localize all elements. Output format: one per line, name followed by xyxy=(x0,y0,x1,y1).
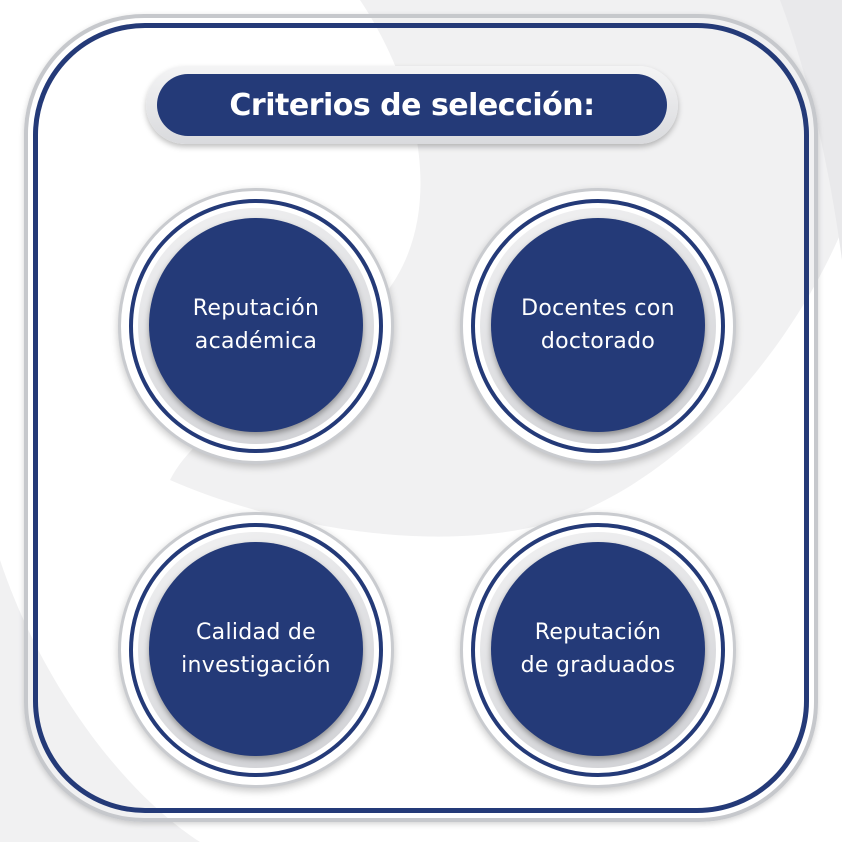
criterion-node-docentes-doctorado: Docentes con doctorado xyxy=(460,188,736,464)
title-pill: Criterios de selección: xyxy=(157,74,667,136)
criterion-node-reputacion-academica: Reputación académica xyxy=(118,188,394,464)
criterion-label-line1: Reputación xyxy=(534,620,662,645)
criterion-label: Docentes con doctorado xyxy=(521,292,675,358)
criterion-disc: Reputación de graduados xyxy=(491,542,705,756)
criterion-label-line1: Docentes con xyxy=(521,296,675,321)
criterion-disc: Docentes con doctorado xyxy=(491,218,705,432)
criterion-label-line1: Reputación xyxy=(192,296,320,321)
criterion-label: Calidad de investigación xyxy=(181,616,331,682)
criterion-node-calidad-investigacion: Calidad de investigación xyxy=(118,512,394,788)
inner-frame xyxy=(33,23,809,813)
criterion-label: Reputación académica xyxy=(193,292,319,358)
criterion-label-line2: investigación xyxy=(181,653,331,678)
page-title: Criterios de selección: xyxy=(229,87,595,123)
criterion-label-line2: académica xyxy=(194,329,318,354)
criterion-disc: Reputación académica xyxy=(149,218,363,432)
criterion-label-line2: de graduados xyxy=(520,653,676,678)
criterion-node-reputacion-graduados: Reputación de graduados xyxy=(460,512,736,788)
criterion-label: Reputación de graduados xyxy=(521,616,676,682)
criterion-disc: Calidad de investigación xyxy=(149,542,363,756)
criterion-label-line2: doctorado xyxy=(540,329,656,354)
outer-frame xyxy=(24,14,818,822)
criterion-label-line1: Calidad de xyxy=(196,620,316,645)
